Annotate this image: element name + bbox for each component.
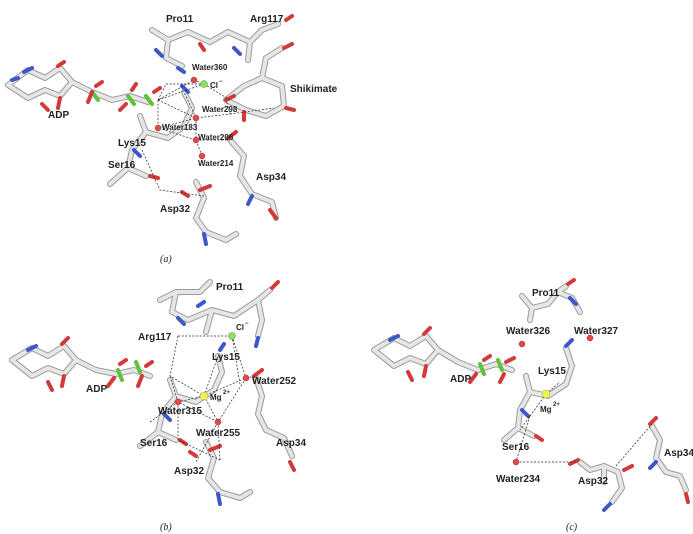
label-water214: Water214 (198, 159, 234, 168)
label-arg117: Arg117 (138, 332, 172, 343)
label-mg-charge: 2+ (553, 402, 560, 408)
label-water327: Water327 (574, 326, 619, 337)
label-asp32: Asp32 (160, 204, 190, 215)
label-water298: Water298 (202, 105, 238, 114)
label-pro11: Pro11 (216, 282, 244, 293)
label-water206: Water206 (198, 133, 234, 142)
label-asp34: Asp34 (256, 172, 286, 183)
label-mg: Mg (540, 405, 552, 414)
label-shikimate: Shikimate (290, 84, 338, 95)
label-water255: Water255 (196, 428, 241, 439)
water234-atom (512, 458, 520, 466)
label-cl-charge: − (219, 79, 223, 85)
water315-atom (174, 398, 182, 406)
asp34-model (252, 368, 296, 472)
adp-model (371, 326, 516, 384)
water360-atom (190, 76, 198, 84)
caption-a: (a) (160, 254, 172, 265)
pro11-model (519, 278, 583, 323)
label-lys15: Lys15 (212, 352, 240, 363)
label-water326: Water326 (506, 326, 551, 337)
label-water183: Water183 (162, 123, 198, 132)
water206-atom (192, 136, 200, 144)
label-adp: ADP (450, 374, 471, 385)
label-water252: Water252 (252, 376, 297, 387)
label-asp32: Asp32 (578, 476, 608, 487)
label-water315: Water315 (158, 406, 203, 417)
label-asp32: Asp32 (174, 466, 204, 477)
label-adp: ADP (48, 110, 69, 121)
shikimate-model (223, 42, 296, 122)
water255-atom (214, 418, 222, 426)
caption-c: (c) (566, 522, 578, 533)
label-pro11: Pro11 (166, 14, 194, 25)
label-ser16: Ser16 (108, 160, 136, 171)
asp32-model (188, 439, 253, 506)
panel-b: Pro11 Arg117 Cl − Lys15 ADP Water252 Mg … (9, 279, 306, 533)
pro11-arg117-model (157, 279, 280, 348)
chloride-ion-atom (200, 80, 208, 88)
pro11-arg117-model (149, 14, 294, 74)
label-cl: Cl (210, 81, 218, 90)
asp32-model (568, 458, 634, 512)
hbond-network-a (141, 79, 275, 197)
label-ser16: Ser16 (502, 442, 530, 453)
label-pro11: Pro11 (532, 288, 560, 299)
lys15-ser16-model (107, 84, 195, 187)
water326-atom (518, 340, 526, 348)
asp34-model (226, 130, 279, 221)
water252-atom (242, 374, 250, 382)
label-ser16: Ser16 (140, 438, 168, 449)
adp-model (5, 60, 162, 112)
label-water234: Water234 (496, 474, 541, 485)
label-lys15: Lys15 (118, 138, 146, 149)
adp-model (9, 336, 154, 392)
water298-atom (192, 114, 200, 122)
asp34-model (648, 416, 690, 504)
label-mg-charge: 2+ (223, 390, 230, 396)
water214-atom (198, 152, 206, 160)
asp32-model (180, 179, 239, 246)
magnesium-ion-atom (541, 389, 551, 399)
lys15-ser16-model (501, 338, 575, 443)
label-mg: Mg (210, 393, 222, 402)
chloride-ion-atom (228, 332, 236, 340)
magnesium-ion-atom (199, 391, 209, 401)
panel-c: Pro11 Water326 Water327 ADP Lys15 Mg 2+ … (371, 278, 693, 533)
hbond-network-c (515, 381, 653, 467)
label-water360: Water360 (192, 63, 228, 72)
label-asp34: Asp34 (664, 448, 693, 459)
label-cl-charge: − (245, 321, 249, 327)
water327-atom (586, 334, 594, 342)
label-asp34: Asp34 (276, 438, 306, 449)
water183-atom (154, 124, 162, 132)
label-lys15: Lys15 (538, 366, 566, 377)
label-adp: ADP (86, 384, 107, 395)
panel-a: Pro11 Arg117 Water360 Cl − Shikimate ADP… (5, 14, 338, 265)
label-arg117: Arg117 (250, 14, 284, 25)
caption-b: (b) (160, 522, 172, 533)
label-cl: Cl (236, 323, 244, 332)
